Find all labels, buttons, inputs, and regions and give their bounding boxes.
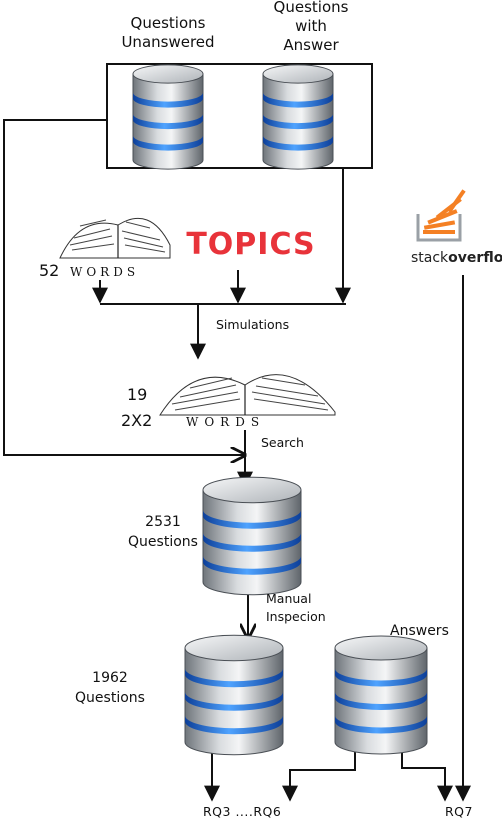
label-questions-2531: 2531 Questions bbox=[128, 514, 198, 550]
label-words-1: WORDS bbox=[70, 265, 140, 279]
source-databases-box bbox=[106, 63, 373, 169]
logo-stack-text: stack bbox=[411, 250, 449, 266]
database-2531-icon bbox=[202, 476, 302, 596]
label-simulations: Simulations bbox=[216, 317, 290, 332]
word-cloud-book-1 bbox=[59, 217, 171, 259]
database-unanswered-icon bbox=[132, 64, 204, 170]
label-rq3-rq6: RQ3 ....RQ6 bbox=[203, 804, 282, 819]
label-count-52: 52 bbox=[39, 261, 60, 280]
svg-text:stackoverflow: stackoverflow bbox=[411, 250, 502, 266]
arrow-answers-to-rq7 bbox=[401, 742, 453, 802]
label-questions-with-answer: Questions with Answer bbox=[273, 0, 349, 54]
database-icons bbox=[132, 64, 428, 756]
database-1962-icon bbox=[184, 634, 284, 756]
label-count-19: 19 bbox=[127, 385, 148, 404]
label-count-2x2: 2X2 bbox=[121, 411, 153, 430]
topics-label: TOPICS bbox=[186, 227, 315, 262]
label-questions-1962: 1962 Questions bbox=[75, 670, 145, 706]
connector-lines bbox=[3, 63, 471, 802]
arrow-unanswered-to-search bbox=[3, 119, 245, 455]
database-answered-icon bbox=[262, 64, 334, 170]
stackoverflow-logo: stackoverflow bbox=[411, 189, 502, 266]
label-manual-inspecion: Manual Inspecion bbox=[266, 591, 326, 624]
word-cloud-book-2 bbox=[159, 374, 336, 416]
label-rq7: RQ7 bbox=[445, 804, 473, 819]
logo-overflow-text: overflow bbox=[448, 250, 502, 266]
label-search: Search bbox=[261, 435, 304, 450]
label-answers: Answers bbox=[390, 623, 449, 639]
label-words-2: WORDS bbox=[186, 415, 266, 429]
arrow-answers-to-rq6 bbox=[282, 742, 356, 802]
label-questions-unanswered: Questions Unanswered bbox=[121, 14, 215, 51]
stack-tray-icon bbox=[416, 214, 462, 242]
database-answers-icon bbox=[334, 635, 428, 755]
